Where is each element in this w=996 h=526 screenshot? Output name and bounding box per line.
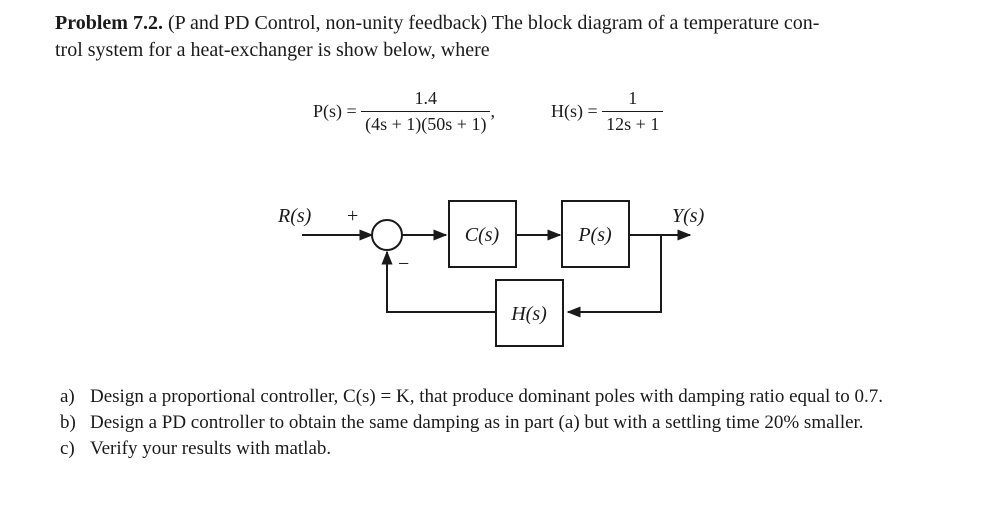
input-label: R(s) bbox=[277, 205, 312, 227]
plant-block-label: P(s) bbox=[577, 224, 612, 246]
plant-denominator: (4s + 1)(50s + 1) bbox=[361, 111, 491, 135]
output-label: Y(s) bbox=[672, 205, 705, 227]
question-b-label: b) bbox=[60, 412, 76, 433]
question-b-text: Design a PD controller to obtain the sam… bbox=[90, 412, 864, 433]
question-a: a) Design a proportional controller, C(s… bbox=[60, 384, 950, 410]
question-c: c) Verify your results with matlab. bbox=[60, 436, 950, 462]
plant-equation: P(s) = 1.4 (4s + 1)(50s + 1) , bbox=[313, 88, 495, 135]
problem-intro-line2: trol system for a heat-exchanger is show… bbox=[55, 39, 490, 61]
feedback-equation: H(s) = 1 12s + 1 bbox=[551, 88, 664, 135]
question-c-text: Verify your results with matlab. bbox=[90, 438, 332, 459]
summing-junction bbox=[371, 219, 403, 251]
feedback-path-left bbox=[381, 250, 496, 313]
plant-separator: , bbox=[490, 101, 495, 121]
problem-intro-line1: (P and PD Control, non-unity feedback) T… bbox=[162, 12, 820, 34]
plus-sign: + bbox=[347, 205, 358, 227]
question-a-text: Design a proportional controller, C(s) =… bbox=[90, 386, 884, 407]
question-a-label: a) bbox=[60, 386, 75, 407]
question-c-label: c) bbox=[60, 438, 75, 459]
minus-sign: − bbox=[398, 253, 409, 275]
feedback-path-right bbox=[566, 235, 662, 318]
plant-lhs: P(s) = bbox=[313, 101, 357, 121]
problem-number: Problem 7.2. bbox=[55, 12, 163, 34]
question-list: a) Design a proportional controller, C(s… bbox=[60, 384, 950, 462]
feedback-denominator: 12s + 1 bbox=[602, 111, 664, 135]
problem-statement: Problem 7.2. (P and PD Control, non-unit… bbox=[55, 10, 955, 64]
plant-fraction: 1.4 (4s + 1)(50s + 1) bbox=[361, 88, 491, 135]
feedback-numerator: 1 bbox=[628, 88, 638, 108]
feedback-lhs: H(s) = bbox=[551, 101, 598, 121]
plant-numerator: 1.4 bbox=[414, 88, 438, 108]
controller-block-label: C(s) bbox=[465, 224, 500, 246]
feedback-block-label: H(s) bbox=[510, 303, 547, 325]
question-b: b) Design a PD controller to obtain the … bbox=[60, 410, 950, 436]
feedback-fraction: 1 12s + 1 bbox=[602, 88, 664, 135]
